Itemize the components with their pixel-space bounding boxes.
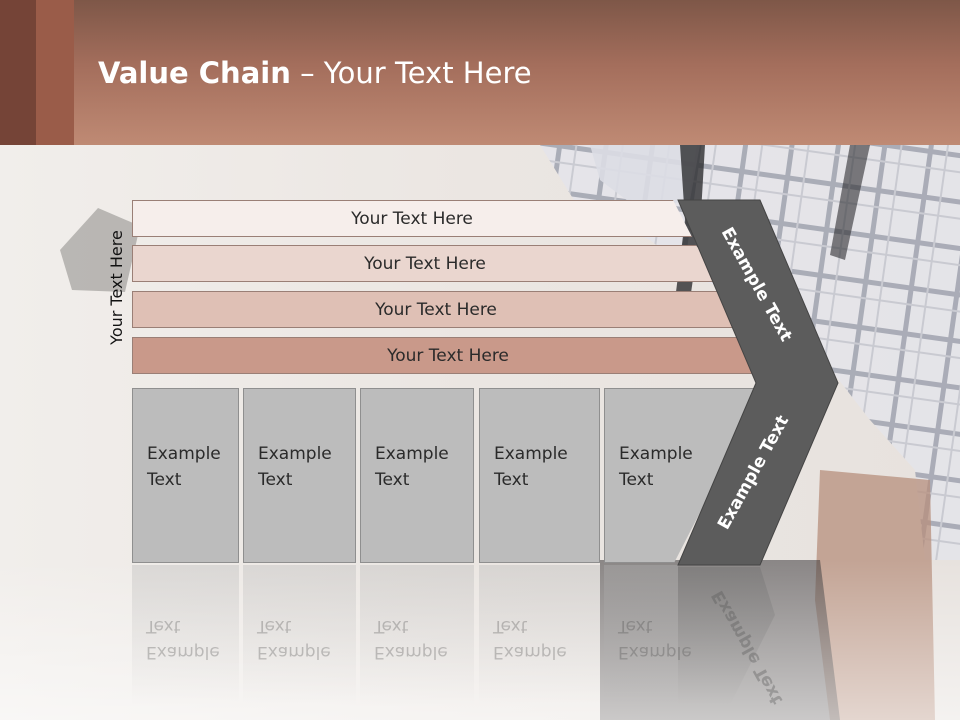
band-1-label: Your Text Here: [351, 208, 473, 229]
reflection-4-line-2: Text: [493, 616, 528, 636]
stage-box-3-line-2: Text: [375, 470, 410, 490]
band-4[interactable]: Your Text Here: [132, 337, 764, 374]
title-rest: – Your Text Here: [290, 56, 532, 90]
stage-box-4-line-2: Text: [494, 470, 529, 490]
band-4-label: Your Text Here: [387, 345, 509, 366]
reflection-2-line-1: Example: [257, 642, 331, 662]
band-3-label: Your Text Here: [375, 299, 497, 320]
reflection-3-line-2: Text: [374, 616, 409, 636]
reflection-4-line-1: Example: [493, 642, 567, 662]
band-1[interactable]: Your Text Here: [132, 200, 692, 237]
header-accent-light: [36, 0, 74, 145]
stage-box-2-line-1: Example: [258, 444, 332, 464]
stage-box-2-line-2: Text: [258, 470, 293, 490]
stage-box-5-line-1: Example: [619, 444, 693, 464]
reflection-2-line-2: Text: [257, 616, 292, 636]
title-bar: [0, 0, 960, 145]
reflection-1-line-2: Text: [146, 616, 181, 636]
stage-box-1-line-1: Example: [147, 444, 221, 464]
band-3[interactable]: Your Text Here: [132, 291, 740, 328]
side-label-text: Your Text Here: [106, 229, 126, 345]
page-title: Value Chain – Your Text Here: [98, 56, 532, 90]
header-accent-dark: [0, 0, 36, 145]
reflection-3-line-1: Example: [374, 642, 448, 662]
stage-box-5-line-2: Text: [619, 470, 654, 490]
reflection-2: Example Text: [243, 565, 356, 705]
band-2-label: Your Text Here: [364, 253, 486, 274]
reflection-4: Example Text: [479, 565, 600, 705]
stage-box-3-line-1: Example: [375, 444, 449, 464]
reflection-1: Example Text: [132, 565, 239, 705]
title-bold: Value Chain: [98, 56, 291, 90]
reflection-1-line-1: Example: [146, 642, 220, 662]
value-chevron[interactable]: Example Text Example Text Example Text: [670, 195, 850, 705]
stage-box-1-line-2: Text: [147, 470, 182, 490]
band-2[interactable]: Your Text Here: [132, 245, 718, 282]
reflection-3: Example Text: [360, 565, 474, 705]
stage-box-4-line-1: Example: [494, 444, 568, 464]
